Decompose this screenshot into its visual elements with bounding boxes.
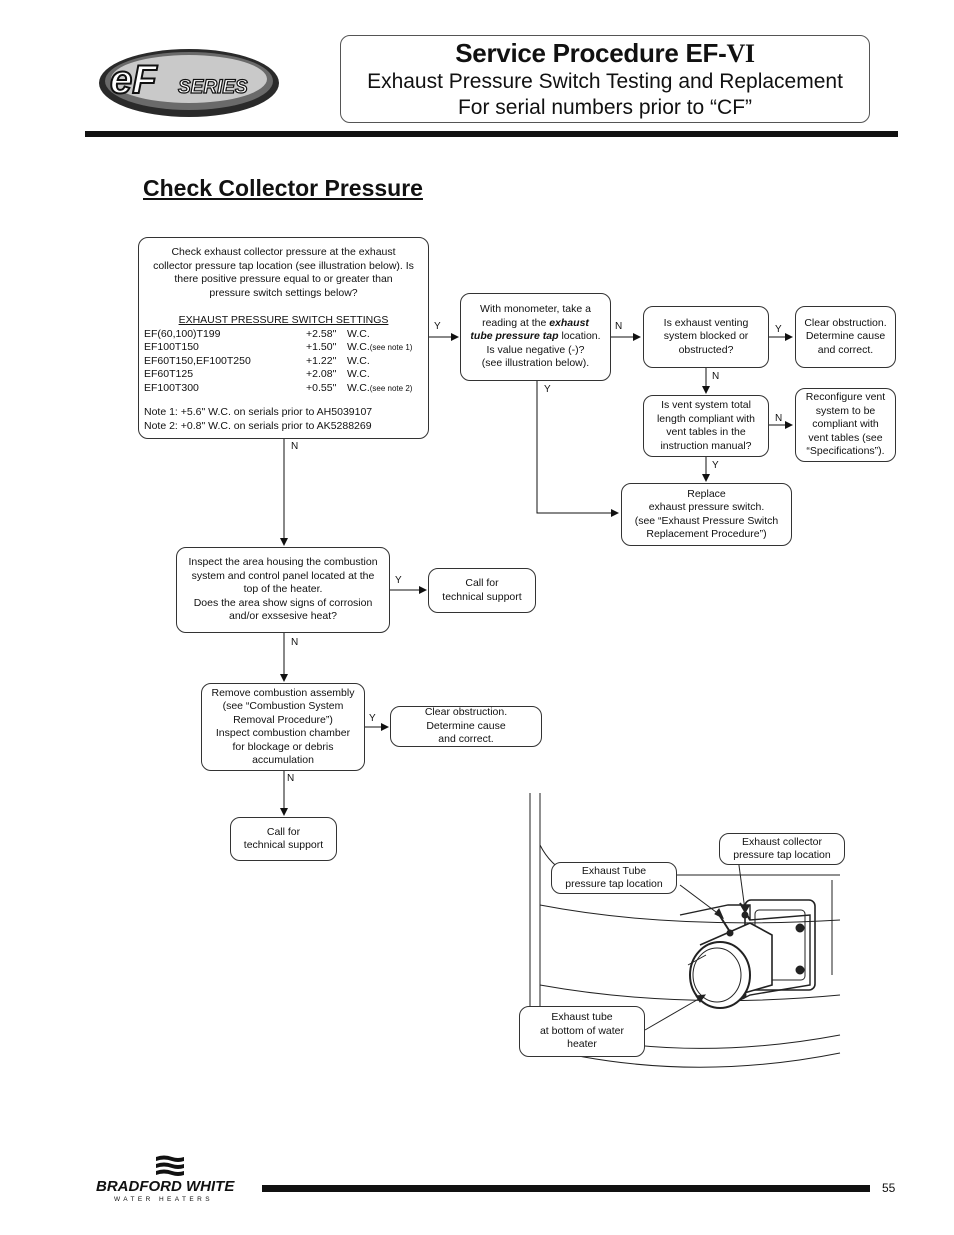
tube-tap-callout: Exhaust Tube pressure tap location	[551, 862, 677, 894]
ef-series-logo: eF SERIES	[96, 45, 286, 120]
pressure-settings-table: EF(60,100)T199 +2.58" W.C. EF100T150 +1.50" W…	[144, 328, 412, 396]
brand-name: BRADFORD WHITE	[96, 1178, 235, 1195]
header-divider	[85, 131, 898, 137]
footer-divider	[262, 1185, 870, 1192]
clear-obstruction-box: Clear obstruction. Determine cause and c…	[390, 706, 542, 747]
label-no: N	[775, 413, 783, 424]
settings-row: EF60T125 +2.08" W.C.	[144, 368, 412, 382]
label-no: N	[712, 371, 720, 382]
model-cell: EF(60,100)T199	[144, 327, 221, 340]
page-subtitle-1: Exhaust Pressure Switch Testing and Repl…	[367, 70, 843, 93]
logo-series-text: SERIES	[178, 77, 248, 98]
call-support-box: Call for technical support	[428, 568, 536, 613]
replace-switch-box: Replace exhaust pressure switch. (see “E…	[621, 483, 792, 546]
note-1: Note 1: +5.6" W.C. on serials prior to A…	[144, 406, 373, 418]
settings-row: EF(60,100)T199 +2.58" W.C.	[144, 328, 412, 342]
call-support-box: Call for technical support	[230, 817, 337, 861]
label-no: N	[287, 773, 295, 784]
section-title: Check Collector Pressure	[143, 175, 423, 201]
value-cell: +0.55"	[306, 381, 337, 394]
model-cell: EF60T150,EF100T250	[144, 354, 251, 367]
brand-subtitle: WATER HEATERS	[114, 1196, 213, 1203]
remove-assembly-box: Remove combustion assembly (see “Combust…	[201, 683, 365, 771]
clear-obstruction-box: Clear obstruction. Determine cause and c…	[795, 306, 896, 368]
model-cell: EF100T150	[144, 341, 199, 353]
unit-cell: W.C.(see note 2)	[347, 381, 413, 394]
label-yes: Y	[544, 384, 551, 395]
settings-row: EF100T150 +1.50" W.C.(see note 1)	[144, 341, 412, 355]
model-cell: EF60T125	[144, 368, 194, 380]
label-yes: Y	[395, 575, 402, 586]
header-title-box: Service Procedure EF-VI Exhaust Pressure…	[340, 35, 870, 123]
unit-cell: W.C.(see note 1)	[347, 341, 413, 353]
value-cell: +2.58"	[306, 327, 337, 340]
collector-tap-callout: Exhaust collector pressure tap location	[719, 833, 845, 865]
notes: Note 1: +5.6" W.C. on serials prior to A…	[144, 406, 423, 433]
settings-table-heading: EXHAUST PRESSURE SWITCH SETTINGS	[178, 314, 389, 326]
label-no: N	[291, 441, 299, 452]
label-yes: Y	[369, 713, 376, 724]
note-2: Note 2: +0.8" W.C. on serials prior to A…	[144, 419, 372, 432]
label-no: N	[615, 321, 623, 332]
unit-cell: W.C.	[347, 327, 370, 340]
note-ref: (see note 2)	[369, 383, 413, 393]
bradford-white-logo: BRADFORD WHITE WATER HEATERS	[94, 1153, 254, 1203]
logo-letters: eF	[110, 58, 158, 102]
reconfigure-vent-box: Reconfigure vent system to be compliant …	[795, 388, 896, 462]
unit-cell: W.C.	[347, 354, 370, 367]
check-collector-pressure-box: Check exhaust collector pressure at the …	[138, 237, 429, 439]
value-cell: +1.22"	[306, 354, 337, 367]
tube-bottom-callout: Exhaust tube at bottom of water heater	[519, 1006, 645, 1057]
venting-blocked-box: Is exhaust venting system blocked or obs…	[643, 306, 769, 368]
value-cell: +2.08"	[306, 368, 337, 380]
unit-cell: W.C.	[347, 368, 370, 380]
page-subtitle-2: For serial numbers prior to “CF”	[457, 96, 753, 119]
label-yes: Y	[712, 460, 719, 471]
label-no: N	[291, 637, 299, 648]
label-yes: Y	[434, 321, 441, 332]
page-title: Service Procedure EF-VI	[455, 38, 755, 68]
label-yes: Y	[775, 324, 782, 335]
page-number: 55	[882, 1181, 896, 1195]
settings-row: EF100T300 +0.55" W.C.(see note 2)	[144, 382, 412, 396]
inspect-area-box: Inspect the area housing the combustion …	[176, 547, 390, 633]
note-ref: (see note 1)	[369, 343, 413, 352]
question-text: Check exhaust collector pressure at the …	[153, 246, 414, 299]
vent-compliant-box: Is vent system total length compliant wi…	[643, 395, 769, 457]
value-cell: +1.50"	[306, 341, 337, 353]
model-cell: EF100T300	[144, 381, 199, 394]
monometer-reading-box: With monometer, take a reading at the ex…	[460, 293, 611, 381]
water-heater-illustration	[529, 793, 841, 1068]
settings-row: EF60T150,EF100T250 +1.22" W.C.	[144, 355, 412, 369]
